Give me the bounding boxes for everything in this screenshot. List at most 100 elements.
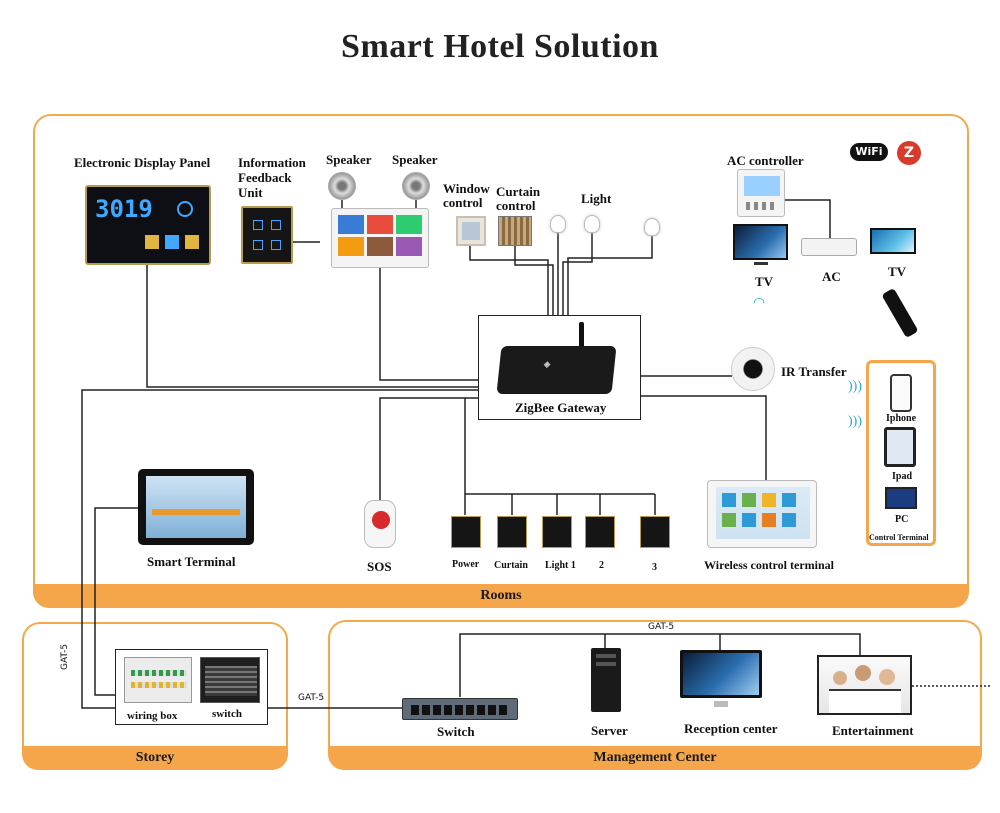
info-label: Information	[238, 155, 306, 170]
gat5-top-label: GAT-5	[648, 622, 675, 632]
control-terminal-label: Control Terminal	[869, 533, 929, 542]
switch-2	[585, 516, 615, 548]
window-icon	[456, 216, 486, 246]
light-label: Light	[581, 191, 612, 206]
gateway-label: ZigBee Gateway	[515, 400, 607, 415]
wifi-signal-icon: )))	[848, 414, 862, 429]
wifi-logo: WiFi	[850, 143, 888, 161]
tile-icon	[367, 215, 393, 234]
management-panel: Management Center	[328, 620, 982, 770]
storey-switch-device	[200, 657, 260, 703]
ac-unit-icon	[801, 238, 857, 256]
storey-switch-label: switch	[212, 708, 242, 720]
entertainment-image	[817, 655, 912, 715]
pc-label: PC	[895, 514, 909, 525]
button-icon	[253, 220, 263, 230]
pc-icon	[885, 487, 917, 509]
speaker-label-2: Speaker	[392, 152, 438, 167]
curtain-label: Curtain	[496, 184, 541, 199]
switch-3	[640, 516, 670, 548]
wiring-box-label: wiring box	[127, 710, 178, 722]
tile-icon	[338, 215, 364, 234]
power-label: Power	[452, 559, 480, 570]
information-feedback-unit	[241, 206, 293, 264]
entertainment-label: Entertainment	[832, 723, 914, 738]
tile-icon	[396, 237, 422, 256]
tv-icon	[870, 228, 916, 254]
speaker-label-1: Speaker	[326, 152, 372, 167]
wifi-signal-icon: )))	[848, 379, 862, 394]
unit-label: Unit	[238, 185, 263, 200]
electronic-display-panel: 3019	[85, 185, 211, 265]
curtain-switch-label: Curtain	[494, 560, 528, 571]
switch-3-label: 3	[652, 562, 657, 573]
button-icon	[271, 220, 281, 230]
gat5-left-label: GAT-5	[60, 643, 70, 670]
room-number: 3019	[95, 195, 153, 223]
ac-controller-label: AC controller	[727, 153, 804, 168]
wireless-control-terminal	[707, 480, 817, 548]
zigbee-text: Z	[903, 145, 915, 161]
indicator-icon	[165, 235, 179, 249]
tile-icon	[396, 215, 422, 234]
smart-terminal-device	[138, 469, 254, 545]
edp-label: Electronic Display Panel	[74, 155, 211, 170]
wifi-text: WiFi	[855, 145, 883, 158]
button-icon	[253, 240, 263, 250]
ir-label: IR Transfer	[781, 364, 847, 379]
ir-transfer-device	[731, 347, 775, 391]
gateway-antenna	[579, 322, 584, 362]
page-title: Smart Hotel Solution	[341, 28, 659, 65]
tv-stand	[754, 262, 768, 265]
tile-icon	[338, 237, 364, 256]
wiring-box-device	[124, 657, 192, 703]
speaker-icon	[402, 172, 430, 200]
curtain-switch	[497, 516, 527, 548]
bulb-icon	[644, 218, 660, 236]
iphone-icon	[890, 374, 912, 412]
management-label: Management Center	[328, 746, 982, 770]
server-device	[591, 648, 621, 712]
zigbee-logo: Z	[897, 141, 921, 165]
server-label: Server	[591, 723, 628, 738]
tv1-label: TV	[755, 274, 774, 289]
button-icon	[271, 240, 281, 250]
ipad-label: Ipad	[892, 471, 913, 482]
tv-icon	[733, 224, 788, 260]
gat5-mid-label: GAT-5	[298, 693, 325, 703]
ac-label: AC	[822, 269, 841, 284]
monitor-stand	[714, 701, 728, 707]
tv2-label: TV	[888, 264, 907, 279]
speaker-icon	[328, 172, 356, 200]
room-control-panel	[331, 208, 429, 268]
rooms-label: Rooms	[33, 584, 969, 608]
reception-label: Reception center	[684, 721, 778, 736]
switch-2-label: 2	[599, 560, 604, 571]
indicator-icon	[145, 235, 159, 249]
tile-icon	[367, 237, 393, 256]
light1-label: Light 1	[545, 560, 576, 571]
ipad-icon	[884, 427, 916, 467]
ac-controller-device	[737, 169, 785, 217]
reception-monitor	[680, 650, 762, 698]
gateway-device: ◆	[496, 346, 617, 394]
bulb-icon	[550, 215, 566, 233]
light1-switch	[542, 516, 572, 548]
smart-terminal-label: Smart Terminal	[147, 554, 236, 569]
bulb-icon	[584, 215, 600, 233]
door-icon	[177, 201, 193, 217]
curtain-icon	[498, 216, 532, 246]
indicator-icon	[185, 235, 199, 249]
storey-label: Storey	[22, 746, 288, 770]
power-switch	[451, 516, 481, 548]
feedback-label: Feedback	[238, 170, 292, 185]
window-label: Window	[443, 181, 490, 196]
window-label-2: control	[443, 195, 483, 210]
network-switch-device	[402, 698, 518, 720]
curtain-label-2: control	[496, 198, 536, 213]
switch-mgmt-label: Switch	[437, 724, 475, 739]
sos-button	[364, 500, 396, 548]
wireless-label: Wireless control terminal	[704, 558, 834, 572]
wifi-signal-icon: ◠	[753, 296, 766, 311]
